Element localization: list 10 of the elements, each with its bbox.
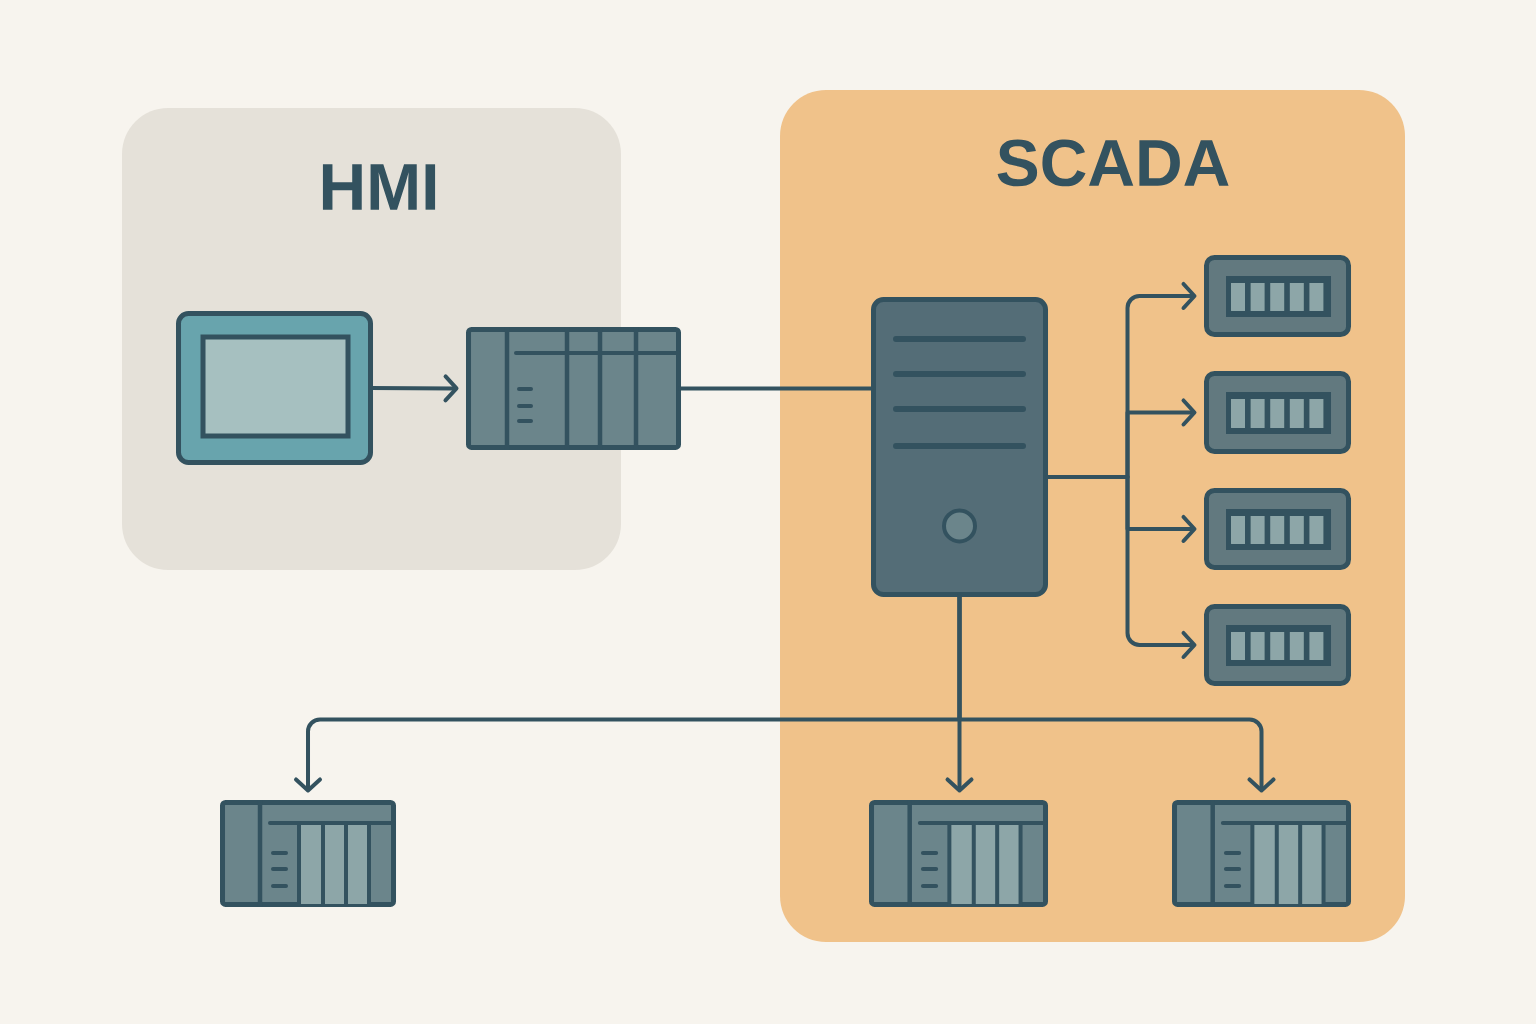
touch-screen: [176, 311, 373, 465]
plc-rack: [466, 327, 681, 450]
plc-rack: [869, 800, 1048, 907]
connector-line: [678, 386, 874, 391]
arrow: [957, 594, 1276, 793]
arrow: [370, 374, 459, 403]
server-tower: [871, 297, 1048, 597]
arrow: [1045, 475, 1197, 659]
plc-rack: [1172, 800, 1351, 907]
plc-rack: [220, 800, 396, 907]
